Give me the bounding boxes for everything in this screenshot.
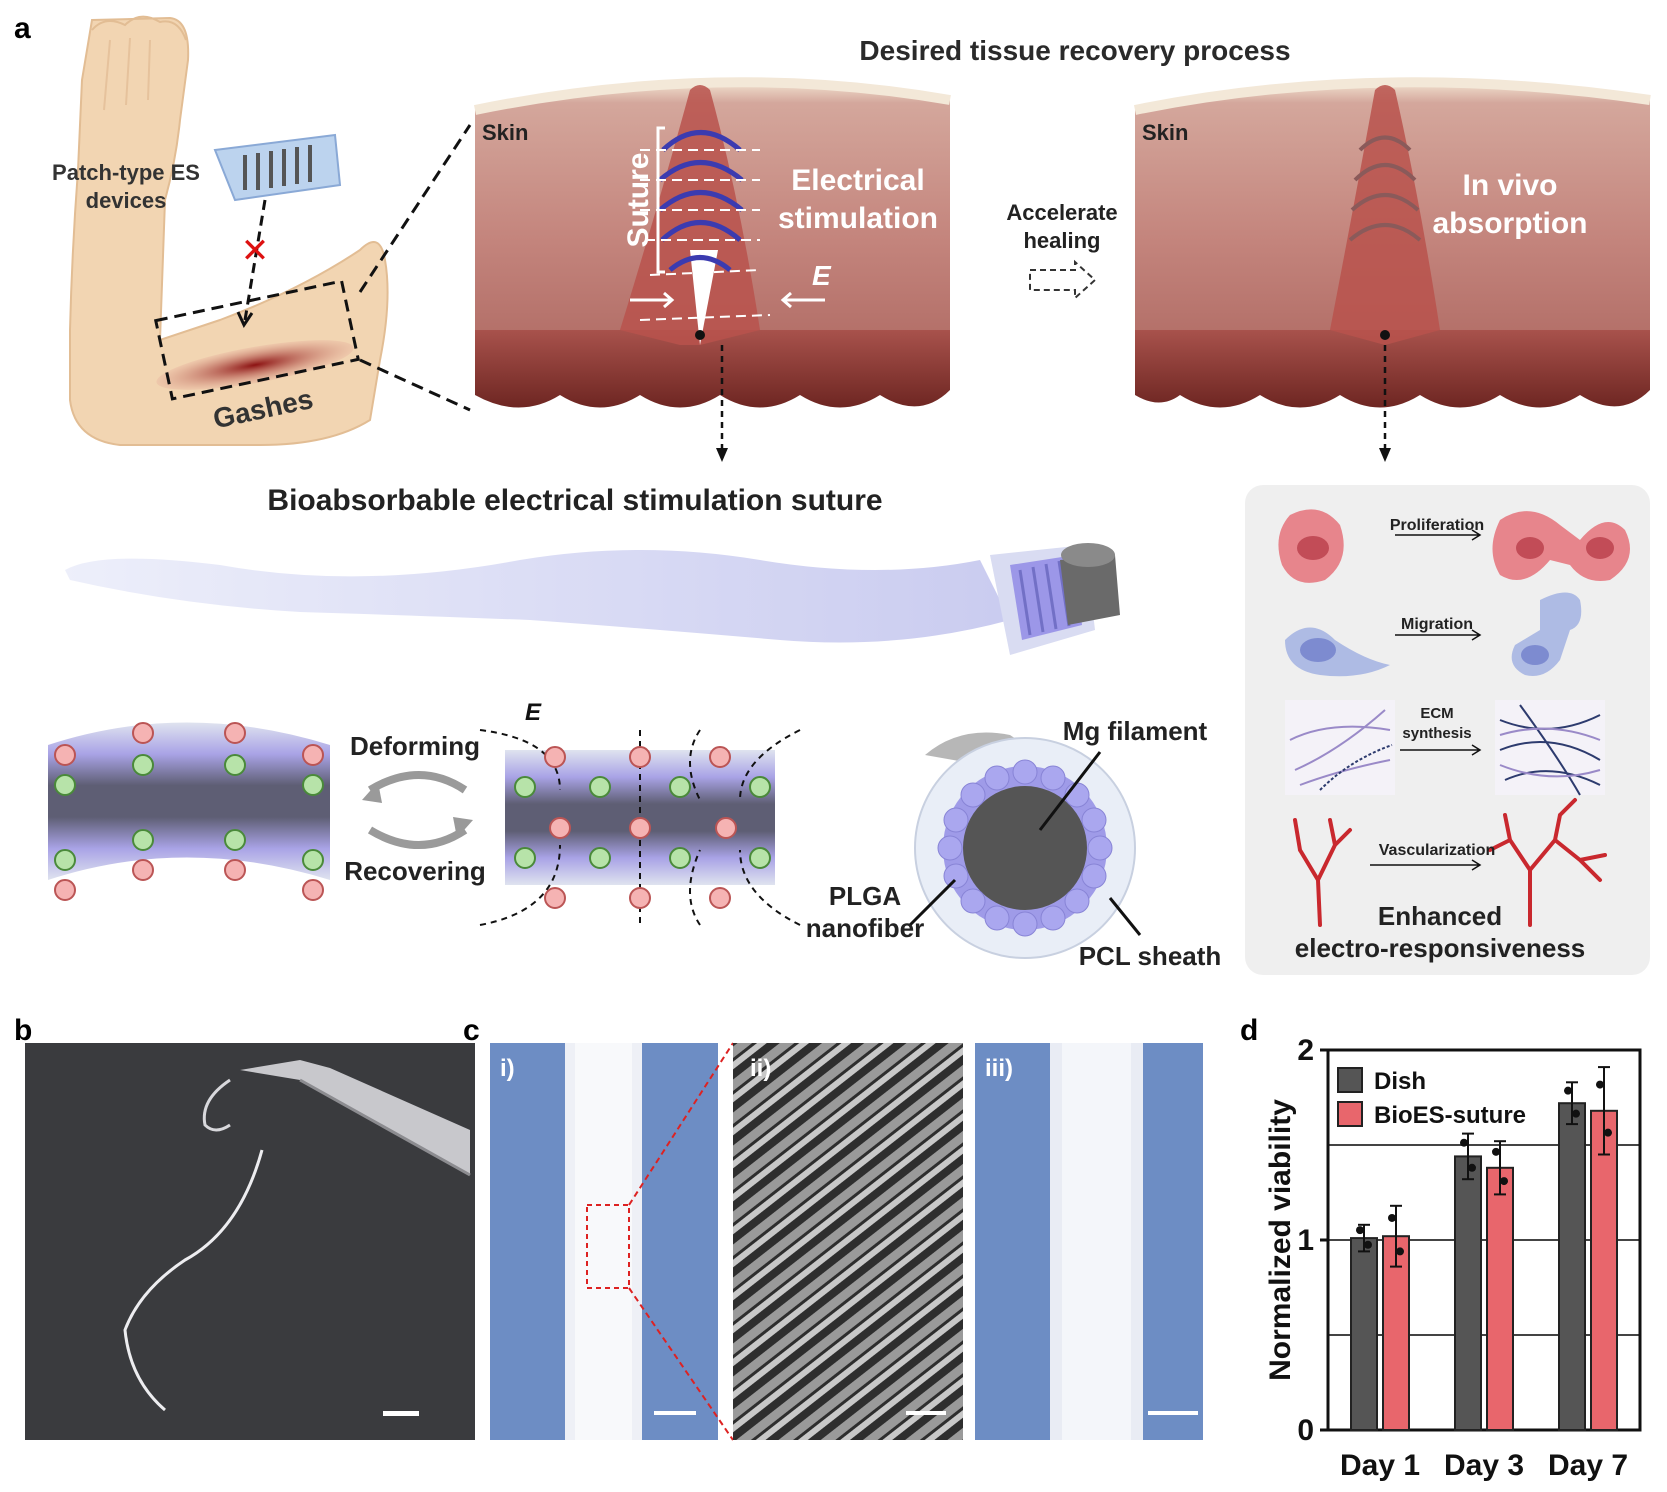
- legend-swatch: [1337, 1101, 1363, 1127]
- data-point: [1604, 1128, 1612, 1137]
- data-point: [1396, 1247, 1404, 1256]
- tissue-section-right: [1134, 77, 1651, 408]
- suture-photo: [25, 1043, 475, 1440]
- y-tick-label: 1: [1297, 1224, 1314, 1257]
- micrograph-ii: [733, 1043, 963, 1440]
- ecm-row: [1285, 700, 1605, 796]
- suture-cross-section: [914, 732, 1136, 959]
- x-tick-label: Day 7: [1548, 1449, 1628, 1482]
- arm-illustration: [69, 15, 389, 446]
- legend-swatch: [1337, 1067, 1363, 1093]
- sub-iii-label: iii): [985, 1055, 1013, 1082]
- bar-0-2: [1558, 1102, 1586, 1431]
- suture-label: Suture: [622, 152, 655, 247]
- bar-1-2: [1590, 1109, 1618, 1432]
- micrograph-i: [490, 1043, 718, 1440]
- accelerate-line2: healing: [1023, 228, 1100, 253]
- enhanced-line1: Enhanced: [1378, 901, 1502, 931]
- migration-row: [1285, 592, 1582, 677]
- es-label-line1: Electrical: [791, 164, 924, 197]
- field-lines: [479, 729, 801, 926]
- accelerate-arrow: [1029, 259, 1097, 301]
- patch-label-line1: Patch-type ES: [52, 160, 200, 185]
- micrograph-iii: [975, 1043, 1203, 1440]
- cross-mark: ✕: [241, 232, 270, 270]
- cycle-arrows: [367, 771, 468, 849]
- x-tick-label: Day 1: [1340, 1449, 1420, 1482]
- charges-straight: [514, 746, 771, 909]
- proliferation-label: Proliferation: [1390, 517, 1484, 534]
- plga-line1: PLGA: [829, 881, 901, 911]
- legend-label: Dish: [1374, 1068, 1426, 1095]
- gash-box: [153, 279, 361, 401]
- data-point: [1492, 1147, 1500, 1156]
- gash-wound: [156, 340, 354, 390]
- patch-label-line2: devices: [86, 188, 167, 213]
- vascularization-label: Vascularization: [1379, 842, 1496, 859]
- ecm-line1: ECM: [1420, 705, 1453, 722]
- enhanced-line2: electro-responsiveness: [1295, 933, 1585, 963]
- bar-0-0: [1350, 1237, 1378, 1431]
- field-e-label: E: [812, 260, 832, 291]
- data-point: [1460, 1138, 1468, 1147]
- x-tick-label: Day 3: [1444, 1449, 1524, 1482]
- legend-label: BioES-suture: [1374, 1102, 1526, 1129]
- panel-label-d: d: [1240, 1014, 1258, 1047]
- plga-line2: nanofiber: [806, 913, 924, 943]
- invivo-line2: absorption: [1433, 207, 1588, 240]
- mg-filament-label: Mg filament: [1063, 716, 1208, 746]
- ecm-line2: synthesis: [1402, 725, 1471, 742]
- bar-0-1: [1454, 1155, 1482, 1432]
- y-tick-label: 2: [1297, 1034, 1314, 1067]
- patch-device: [213, 133, 342, 202]
- field-e2-label: E: [525, 699, 542, 726]
- data-point: [1572, 1109, 1580, 1118]
- data-point: [1596, 1080, 1604, 1089]
- panel-label-b: b: [14, 1014, 32, 1047]
- bar-1-0: [1382, 1235, 1410, 1431]
- data-point: [1356, 1226, 1364, 1235]
- es-label-line2: stimulation: [778, 202, 938, 235]
- y-tick-label: 0: [1297, 1414, 1314, 1447]
- patch-arrow: [243, 199, 267, 321]
- invivo-line1: In vivo: [1462, 169, 1557, 202]
- suture-fiber-illustration: [65, 543, 1120, 655]
- bar-1-1: [1486, 1166, 1514, 1432]
- pcl-sheath-label: PCL sheath: [1079, 941, 1222, 971]
- panel-label-c: c: [463, 1014, 480, 1047]
- sub-i-label: i): [500, 1055, 515, 1082]
- deforming-label: Deforming: [350, 731, 480, 761]
- data-point: [1364, 1240, 1372, 1249]
- vascularization-row: [1293, 798, 1607, 927]
- panel-label-a: a: [14, 12, 31, 45]
- data-point: [1564, 1086, 1572, 1095]
- zoom-lines: [628, 1042, 734, 1441]
- y-axis-label: Normalized viability: [1264, 1099, 1297, 1381]
- bioes-title: Bioabsorbable electrical stimulation sut…: [267, 484, 882, 517]
- panel-a-title: Desired tissue recovery process: [859, 35, 1290, 66]
- data-point: [1468, 1163, 1476, 1172]
- skin-label-left: Skin: [482, 120, 528, 145]
- skin-label-right: Skin: [1142, 120, 1188, 145]
- proliferation-row: [1278, 509, 1630, 583]
- curved-band: [48, 722, 330, 880]
- accelerate-line1: Accelerate: [1006, 200, 1117, 225]
- charges-curved: [54, 722, 324, 901]
- sub-ii-label: ii): [750, 1055, 771, 1082]
- recovering-label: Recovering: [344, 856, 486, 886]
- tissue-section-left: [474, 77, 951, 408]
- data-point: [1500, 1177, 1508, 1186]
- migration-label: Migration: [1401, 616, 1473, 633]
- data-point: [1388, 1213, 1396, 1222]
